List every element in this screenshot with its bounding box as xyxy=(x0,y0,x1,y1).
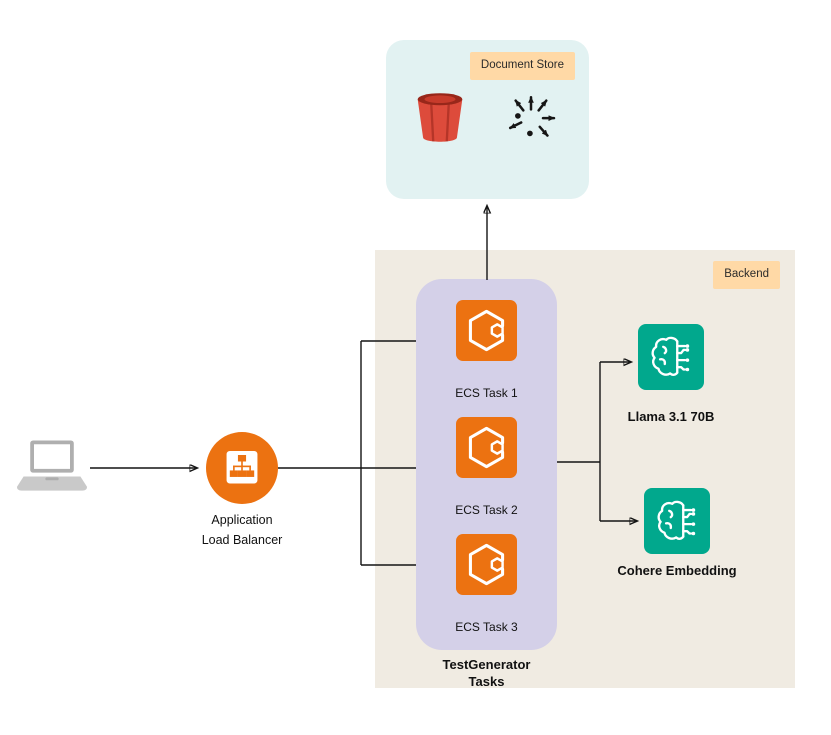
distributed-graph-icon xyxy=(496,82,566,152)
llama-model-label: Llama 3.1 70B xyxy=(627,409,715,424)
document-store-group: Document Store xyxy=(386,40,589,199)
backend-badge: Backend xyxy=(713,261,780,289)
ecs-task-3: ECS Task 3 xyxy=(455,534,518,634)
testgenerator-tasks-container: ECS Task 1 ECS Task 2 xyxy=(416,279,557,650)
ecs-container-icon xyxy=(455,534,517,595)
ecs-task-label: ECS Task 1 xyxy=(455,386,518,400)
ai-chip-icon xyxy=(644,488,710,554)
s3-bucket-icon xyxy=(409,86,471,150)
ecs-task-2: ECS Task 2 xyxy=(455,417,518,517)
ecs-container-icon xyxy=(455,300,517,361)
load-balancer-label: Application Load Balancer xyxy=(201,513,283,547)
tasks-title: TestGenerator Tasks xyxy=(442,657,531,689)
cohere-model-label: Cohere Embedding xyxy=(617,563,737,578)
ecs-task-label: ECS Task 2 xyxy=(455,503,518,517)
ecs-task-1: ECS Task 1 xyxy=(455,300,518,400)
load-balancer-icon xyxy=(206,432,278,504)
ai-chip-icon xyxy=(638,324,704,390)
ecs-task-label: ECS Task 3 xyxy=(455,620,518,634)
document-store-badge: Document Store xyxy=(469,52,575,80)
laptop-icon xyxy=(16,436,88,498)
ecs-container-icon xyxy=(455,417,517,478)
